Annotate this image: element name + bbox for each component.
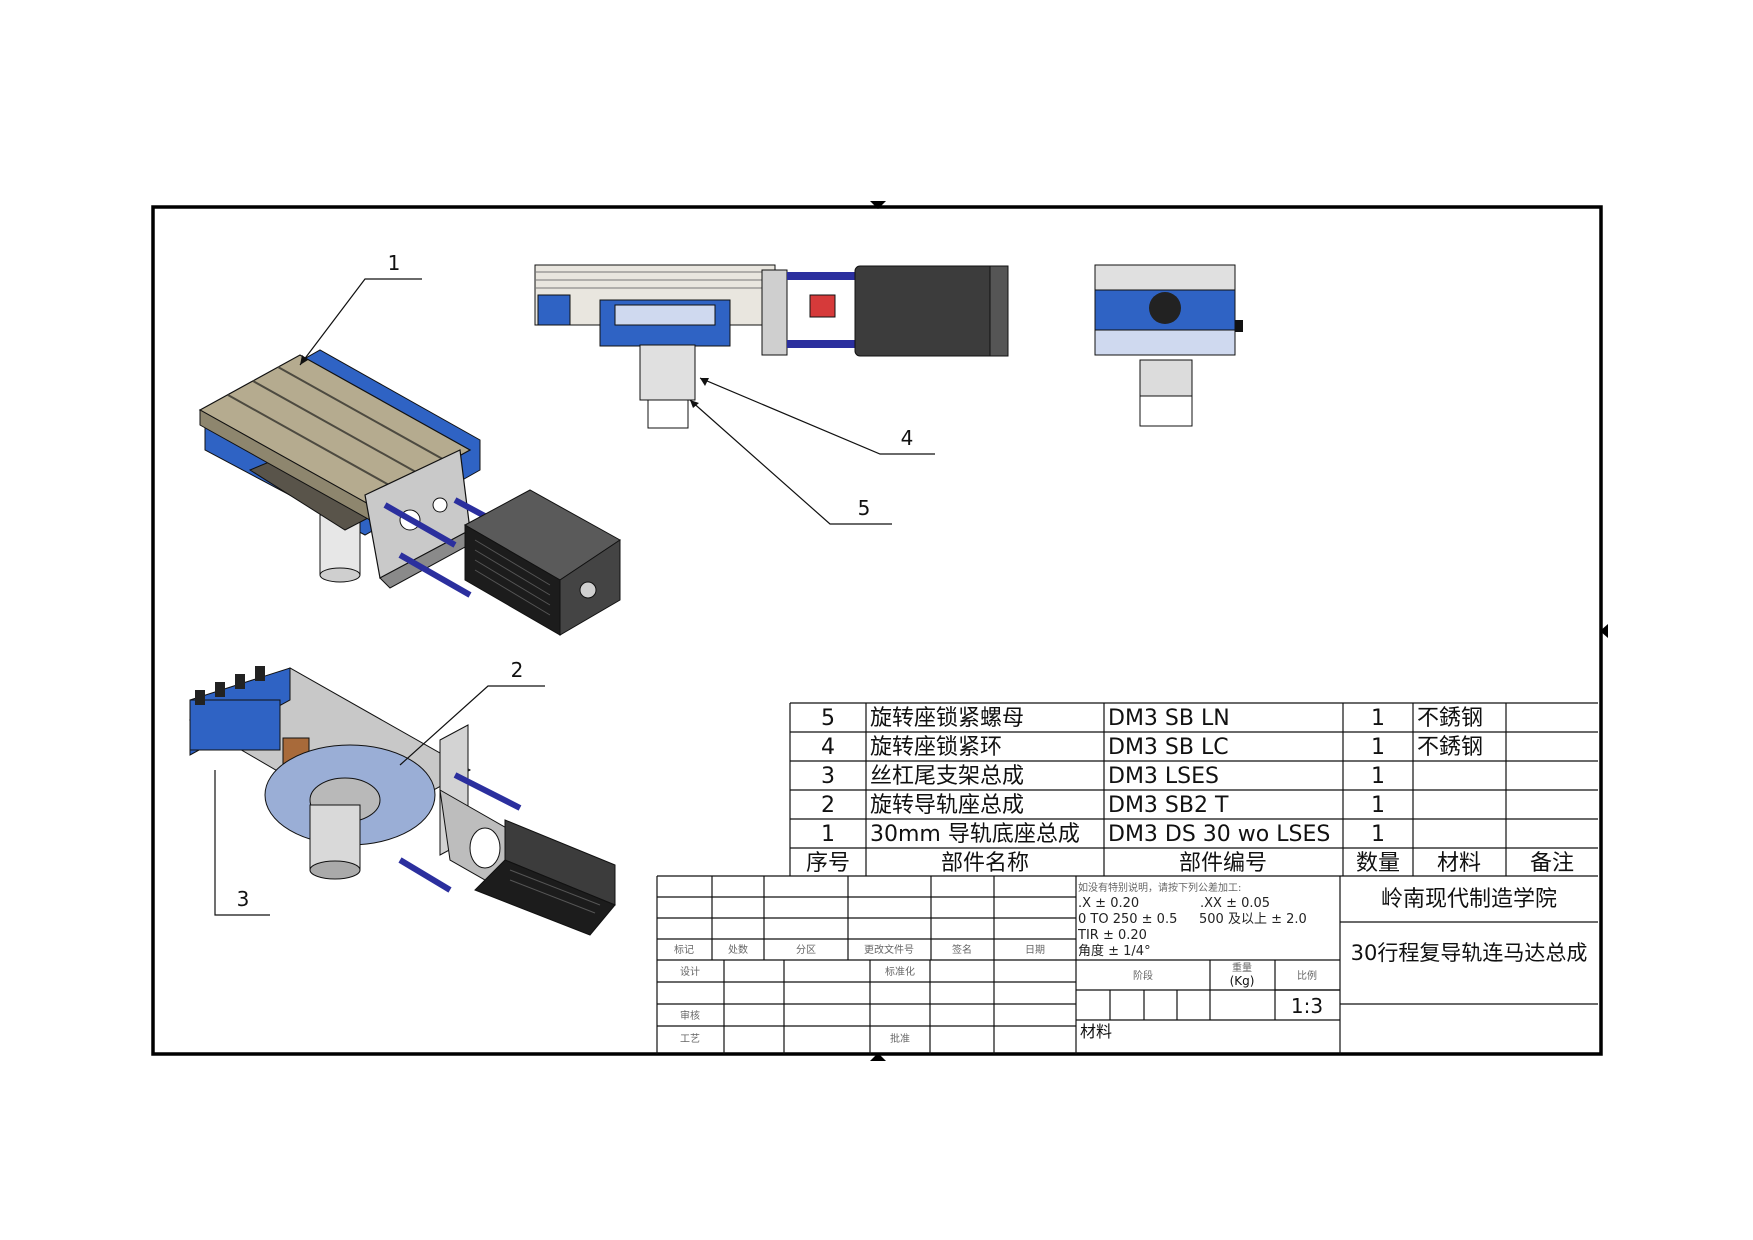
bom-header-no: 序号 <box>806 851 850 876</box>
stage-label: 阶段 <box>1133 969 1153 982</box>
bom-cell-material: 不銹钢 <box>1417 735 1483 760</box>
bom-header-material: 材料 <box>1437 851 1481 876</box>
balloon-4: 4 <box>901 426 914 450</box>
bom-cell-code: DM3 SB LC <box>1108 735 1229 760</box>
process-label: 工艺 <box>680 1033 700 1045</box>
bom-cell-name: 30mm 导轨底座总成 <box>870 822 1080 847</box>
weight-label: 重量 <box>1232 961 1252 974</box>
rev-label-date: 日期 <box>1025 944 1045 956</box>
standard-label: 标准化 <box>885 965 915 978</box>
bom-cell-no: 4 <box>821 735 835 760</box>
material-label: 材料 <box>1080 1022 1112 1041</box>
bom-cell-name: 丝杠尾支架总成 <box>870 764 1024 789</box>
center-mark-top <box>870 201 886 209</box>
isometric-view-assembly <box>198 349 621 636</box>
isometric-view-underside <box>188 666 616 936</box>
company-name: 岭南现代制造学院 <box>1381 887 1557 912</box>
bom-cell-qty: 1 <box>1371 764 1385 789</box>
bom-cell-code: DM3 SB2 T <box>1108 793 1229 818</box>
drawing-title: 30行程复导轨连马达总成 <box>1351 941 1588 965</box>
bom-table <box>789 702 1598 876</box>
scale-value: 1:3 <box>1291 994 1323 1018</box>
bom-cell-code: DM3 LSES <box>1108 764 1219 789</box>
bom-cell-code: DM3 SB LN <box>1108 706 1230 731</box>
center-mark-right <box>1600 624 1608 638</box>
tolerance-range1: 0 TO 250 ± 0.5 <box>1078 912 1177 927</box>
bom-cell-name: 旋转座锁紧环 <box>870 735 1002 760</box>
front-view <box>534 264 1009 429</box>
bom-header-remark: 备注 <box>1530 851 1574 876</box>
bom-cell-qty: 1 <box>1371 822 1385 847</box>
rev-label-zone: 分区 <box>796 944 816 956</box>
review-label: 审核 <box>680 1009 700 1022</box>
balloon-leaders <box>214 278 935 916</box>
bom-cell-no: 2 <box>821 793 835 818</box>
bom-cell-no: 3 <box>821 764 835 789</box>
bom-cell-name: 旋转座锁紧螺母 <box>870 706 1024 731</box>
title-block <box>656 875 1598 1054</box>
side-view <box>1094 264 1243 427</box>
bom-cell-no: 1 <box>821 822 835 847</box>
rev-label-count: 处数 <box>728 943 748 956</box>
balloon-3: 3 <box>237 887 250 911</box>
tolerance-tir: TIR ± 0.20 <box>1077 928 1147 943</box>
rev-label-sign: 签名 <box>952 943 972 956</box>
center-mark-bottom <box>870 1053 886 1061</box>
bom-header-name: 部件名称 <box>941 851 1029 876</box>
tolerance-angle: 角度 ± 1/4° <box>1078 943 1151 959</box>
scale-label: 比例 <box>1297 969 1317 982</box>
arrowhead-5 <box>690 400 699 408</box>
tolerance-xx: .XX ± 0.05 <box>1200 896 1270 911</box>
balloon-2: 2 <box>511 658 524 682</box>
bom-cell-qty: 1 <box>1371 706 1385 731</box>
bom-cell-qty: 1 <box>1371 735 1385 760</box>
design-label: 设计 <box>680 965 700 978</box>
arrowhead-1 <box>300 355 308 365</box>
rev-label-mark: 标记 <box>674 944 694 956</box>
bom-header-code: 部件编号 <box>1179 851 1267 876</box>
bom-cell-name: 旋转导轨座总成 <box>870 793 1024 818</box>
bom-cell-code: DM3 DS 30 wo LSES <box>1108 822 1330 847</box>
bom-header-qty: 数量 <box>1356 851 1400 876</box>
tolerance-note: 如没有特别说明，请按下列公差加工: <box>1078 881 1241 894</box>
balloon-1: 1 <box>388 251 401 275</box>
bom-cell-no: 5 <box>821 706 835 731</box>
arrowhead-4 <box>700 378 709 386</box>
balloon-5: 5 <box>858 496 871 520</box>
tolerance-range2: 500 及以上 ± 2.0 <box>1199 912 1307 927</box>
tolerance-x: .X ± 0.20 <box>1078 896 1139 911</box>
bom-cell-qty: 1 <box>1371 793 1385 818</box>
weight-unit: (Kg) <box>1230 974 1255 988</box>
bom-cell-material: 不銹钢 <box>1417 706 1483 731</box>
approve-label: 批准 <box>890 1032 910 1045</box>
rev-label-change-doc: 更改文件号 <box>864 943 914 956</box>
